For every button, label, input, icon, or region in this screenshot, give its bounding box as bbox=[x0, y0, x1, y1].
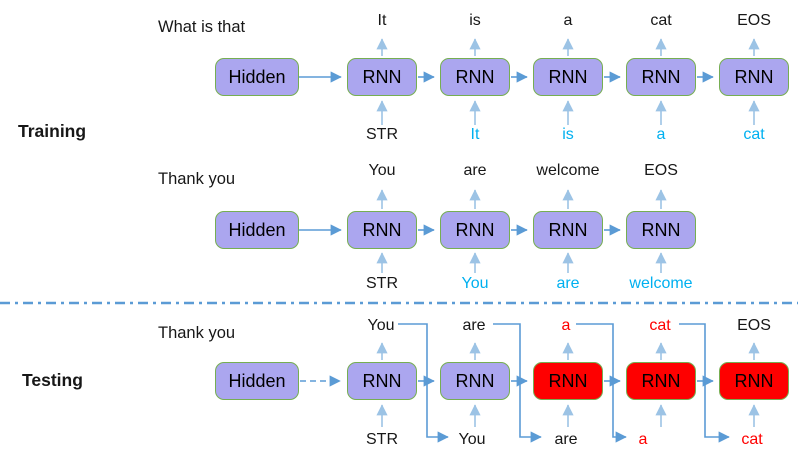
input-word-row1-4: a bbox=[656, 126, 666, 143]
input-word-row1-5: cat bbox=[743, 126, 765, 143]
input-word-row1-2: It bbox=[470, 126, 480, 143]
output-word-row3-1: You bbox=[367, 317, 395, 334]
rnn-cell-row1-1: RNN bbox=[347, 58, 417, 96]
rnn-cell-row1-4: RNN bbox=[626, 58, 696, 96]
rnn-cell-row2-2: RNN bbox=[440, 211, 510, 249]
hidden-state-box-row2: Hidden bbox=[215, 211, 299, 249]
rnn-cell-row3-3-error: RNN bbox=[533, 362, 603, 400]
rnn-cell-row1-2: RNN bbox=[440, 58, 510, 96]
output-word-row2-4: EOS bbox=[644, 162, 678, 179]
input-word-row3-3: are bbox=[554, 431, 578, 448]
source-sentence-row2: Thank you bbox=[158, 170, 236, 188]
output-word-row2-2: are bbox=[463, 162, 487, 179]
rnn-label: RNN bbox=[455, 66, 495, 87]
input-word-row2-1: STR bbox=[366, 275, 398, 292]
input-word-row1-1: STR bbox=[366, 126, 398, 143]
rnn-label: RNN bbox=[548, 219, 588, 240]
output-word-row1-3: a bbox=[563, 12, 573, 29]
rnn-label: RNN bbox=[455, 219, 495, 240]
input-word-row3-2: You bbox=[458, 431, 486, 448]
output-word-row1-5: EOS bbox=[737, 12, 771, 29]
hidden-label: Hidden bbox=[228, 219, 286, 240]
rnn-label: RNN bbox=[548, 370, 588, 391]
rnn-cell-row2-4: RNN bbox=[626, 211, 696, 249]
rnn-cell-row2-1: RNN bbox=[347, 211, 417, 249]
output-word-row2-3: welcome bbox=[536, 162, 600, 179]
input-word-row1-3: is bbox=[562, 126, 574, 143]
rnn-cell-row3-4-error: RNN bbox=[626, 362, 696, 400]
source-sentence-row3: Thank you bbox=[158, 324, 236, 342]
rnn-label: RNN bbox=[641, 66, 681, 87]
feedback-are-to-input bbox=[493, 323, 542, 443]
source-sentence-row1: What is that bbox=[158, 18, 246, 36]
output-word-row1-1: It bbox=[377, 12, 387, 29]
input-word-row3-4-error: a bbox=[638, 431, 648, 448]
rnn-label: RNN bbox=[548, 66, 588, 87]
rnn-cell-row3-2: RNN bbox=[440, 362, 510, 400]
output-word-row3-4-error: cat bbox=[649, 317, 671, 334]
rnn-cell-row3-1: RNN bbox=[347, 362, 417, 400]
output-word-row3-2: are bbox=[462, 317, 486, 334]
input-word-row2-2: You bbox=[461, 275, 489, 292]
rnn-cell-row1-5: RNN bbox=[719, 58, 789, 96]
feedback-you-to-input bbox=[398, 323, 449, 443]
rnn-label: RNN bbox=[641, 219, 681, 240]
rnn-cell-row2-3: RNN bbox=[533, 211, 603, 249]
hidden-state-box-row1: Hidden bbox=[215, 58, 299, 96]
rnn-label: RNN bbox=[641, 370, 681, 391]
feedback-cat-to-input bbox=[679, 323, 730, 443]
rnn-label: RNN bbox=[734, 66, 774, 87]
rnn-label: RNN bbox=[362, 66, 402, 87]
rnn-label: RNN bbox=[734, 370, 774, 391]
rnn-label: RNN bbox=[362, 219, 402, 240]
input-word-row3-5-error: cat bbox=[741, 431, 763, 448]
output-word-row1-4: cat bbox=[650, 12, 672, 29]
hidden-label: Hidden bbox=[228, 66, 286, 87]
training-section-label: Training bbox=[18, 121, 87, 141]
hidden-label: Hidden bbox=[228, 370, 286, 391]
output-word-row2-1: You bbox=[368, 162, 396, 179]
rnn-cell-row3-5-error: RNN bbox=[719, 362, 789, 400]
rnn-label: RNN bbox=[362, 370, 402, 391]
input-word-row3-1: STR bbox=[366, 431, 398, 448]
rnn-cell-row1-3: RNN bbox=[533, 58, 603, 96]
testing-section-label: Testing bbox=[22, 370, 83, 390]
output-word-row1-2: is bbox=[469, 12, 481, 29]
input-word-row2-3: are bbox=[556, 275, 580, 292]
output-word-row3-5: EOS bbox=[737, 317, 771, 334]
hidden-state-box-row3: Hidden bbox=[215, 362, 299, 400]
input-word-row2-4: welcome bbox=[629, 275, 693, 292]
rnn-label: RNN bbox=[455, 370, 495, 391]
output-word-row3-3-error: a bbox=[561, 317, 571, 334]
feedback-a-to-input bbox=[576, 323, 627, 443]
